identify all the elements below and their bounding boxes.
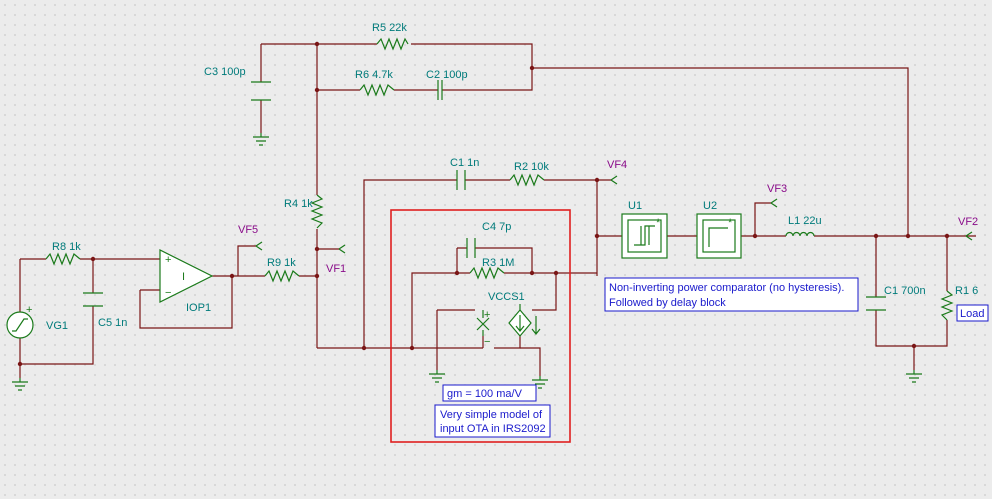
capacitor-c2[interactable] [437,80,443,100]
comparator-icon[interactable]: * [621,213,668,259]
resistor-r5[interactable] [376,37,409,51]
label-c5: C5 1n [98,317,127,329]
label-vccs1: VCCS1 [488,291,525,303]
ota-note: Very simple model of input OTA in IRS209… [434,404,551,438]
load-note: Load [956,304,989,322]
load-note-text: Load [960,308,984,320]
label-r1: R1 6 [955,285,978,297]
ground-icon [12,133,922,391]
junction-dots [17,41,950,367]
resistor-r4[interactable] [310,194,324,229]
comparator-note-line-1: Non-inverting power comparator (no hyste… [609,282,844,294]
label-u1: U1 [628,200,642,212]
resistor-r2[interactable] [509,173,545,187]
capacitor-c1-output[interactable] [866,296,886,311]
vccs-icon[interactable]: + − [476,304,541,348]
ota-note-line-2: input OTA in IRS2092 [440,423,546,435]
label-r9: R9 1k [267,257,296,269]
label-r4: R4 1k [284,198,313,210]
label-iop1: IOP1 [186,302,211,314]
label-r5: R5 22k [372,22,407,34]
probe-icon [255,175,973,254]
capacitor-c3[interactable] [251,81,271,101]
inductor-l1[interactable] [785,231,815,237]
resistor-r3[interactable] [469,266,505,280]
opamp-i-mark: I [182,271,185,283]
label-vg1: VG1 [46,320,68,332]
resistor-r9[interactable] [264,269,300,283]
ramp-source-icon[interactable]: + [6,304,34,339]
probe-label-vf4: VF4 [607,159,627,171]
ota-note-line-1: Very simple model of [440,409,543,421]
label-c2: C2 100p [426,69,468,81]
label-c1-output: C1 700n [884,285,926,297]
comparator-note-line-2: Followed by delay block [609,297,726,309]
capacitor-c1-feedback[interactable] [456,170,466,190]
op-amp-icon[interactable]: + − I [159,249,214,303]
opamp-minus-sign: − [165,287,171,299]
resistor-r8[interactable] [45,252,81,266]
probe-label-vf5: VF5 [238,224,258,236]
vg1-plus-sign: + [26,304,32,316]
u2-mark: * [728,217,733,229]
ota-model-highlight-box [390,209,571,443]
opamp-plus-sign: + [165,254,171,266]
probe-label-vf2: VF2 [958,216,978,228]
u1-mark: * [656,217,661,229]
gm-note: gm = 100 ma/V [442,384,537,402]
label-r8: R8 1k [52,241,81,253]
label-r6: R6 4.7k [355,69,393,81]
capacitor-c4[interactable] [466,238,476,258]
comparator-note: Non-inverting power comparator (no hyste… [604,277,859,312]
vccs-plus-sign: + [484,309,490,321]
wires [19,43,976,378]
label-c4: C4 7p [482,221,511,233]
label-l1: L1 22u [788,215,822,227]
label-c1-feedback: C1 1n [450,157,479,169]
label-u2: U2 [703,200,717,212]
resistor-r6[interactable] [359,83,395,97]
vccs-minus-sign: − [484,336,490,348]
label-c3: C3 100p [204,66,246,78]
probe-label-vf3: VF3 [767,183,787,195]
gm-note-text: gm = 100 ma/V [447,388,523,400]
resistor-r1[interactable] [940,290,954,321]
delay-block-icon[interactable]: * [696,213,742,259]
probe-label-vf1: VF1 [326,263,346,275]
capacitor-c5[interactable] [83,292,103,307]
label-r2: R2 10k [514,161,549,173]
label-r3: R3 1M [482,257,514,269]
